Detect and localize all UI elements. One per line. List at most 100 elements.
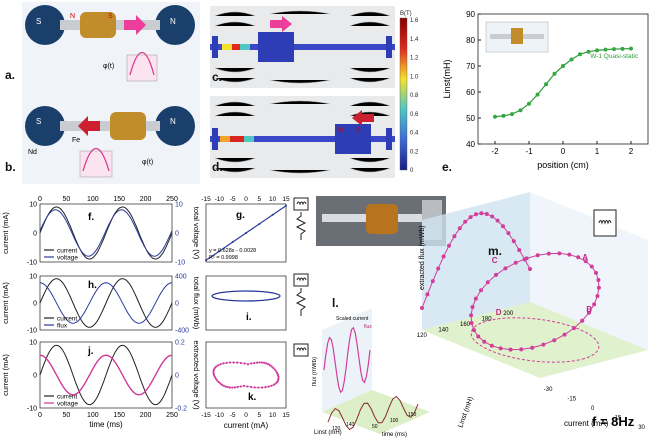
m-point-label-0: A [582,253,588,262]
chart-g-fit-eq: y = 0.628x - 0.0028 [209,248,256,254]
chart-h-legend-label-0: current [57,316,77,323]
chart-e-annotation: W-1 Quasi-static [590,53,639,60]
l-text-a: Scaled current [336,316,369,322]
m-xlabel: current (mA) [564,419,609,428]
m-ytick-3: 180 [482,316,493,322]
field-hot-d1 [220,136,230,142]
photo-coil [366,204,398,234]
plane-side-m [530,192,648,350]
chart-e-point-1 [501,113,506,118]
chart-f-series-1 [39,209,173,257]
magnet-block-d1 [212,128,218,150]
chart-f-xtick-top-2: 100 [87,196,99,203]
l-ztick-0: 120 [332,426,341,432]
chart-e-point-16 [629,46,633,51]
chart-k-xtick-0: -15 [201,412,211,419]
field-hot-c1 [222,44,232,50]
chart-h-y2tick-2: 400 [175,274,187,281]
chart-i-ellipse [211,290,281,302]
m-back-curve [421,212,531,309]
colorbar-tick-2: 1.2 [410,56,419,62]
chart-f-y2tick-1: 0 [175,231,179,238]
chart-g-fit-r2: R² = 0.9998 [209,255,238,261]
chart-g-xtick-6: 15 [282,196,290,203]
chart-j-legend-label-1: voltage [57,401,78,408]
chart-k-xlabel: current (mA) [224,421,269,430]
chart-h-y2tick-0: -400 [175,328,189,335]
colorbar-tick-1: 1.4 [410,37,419,43]
panel-label-i: i. [246,312,252,323]
chart-h-series-1 [39,282,173,324]
l-floor-curve [327,395,419,431]
chart-g-point-4 [258,223,261,226]
field-hot-c2 [232,44,240,50]
chart-j-xtick-1: 50 [63,412,71,419]
chart-h-ytick-1: 0 [33,301,37,308]
chart-g-point-5 [271,213,274,216]
chart-e-ytick-label-3: 70 [466,62,475,71]
panel-label-a: a. [5,68,16,82]
l-flux-curve [323,326,371,394]
l-xtick-0: 50 [372,424,378,430]
inductor-icon-1 [293,197,309,211]
field-hot-d2 [230,136,244,142]
m-ylabel: Linst (mH) [457,396,475,429]
coil-symbol-3 [296,347,307,352]
chart-e-point-12 [595,48,599,53]
colorbar-tick-3: 1.0 [410,74,419,80]
panel-label-j: j. [87,346,94,357]
inductor-icon-2 [293,273,309,287]
l-ylabel: flux (mWb) [312,357,318,386]
chart-j-y2tick-0: -0.2 [175,406,187,413]
chart-e-point-9 [569,57,574,62]
label-field-n: N [338,127,343,134]
m-xtick-4: 30 [638,425,645,431]
circuit-icons [293,197,309,357]
chart-j-xtick-3: 150 [113,412,125,419]
chart-e-point-5 [535,92,540,97]
chart-g-xtick-3: 0 [244,196,248,203]
chart-f-y2label: total voltage (V) [192,207,200,260]
panel-label-b: b. [5,160,16,174]
m-loop-curve [470,252,600,351]
m-xtick-0: -30 [544,387,553,393]
chart-j-xtick-2: 100 [87,412,99,419]
arrow-right-icon [124,15,146,35]
field-map-d: N S [210,96,395,178]
colorbar-tick-5: 0.6 [410,112,419,118]
magnet-left-b [25,106,65,146]
field-lines-c [214,10,391,84]
resistor-icon-1 [295,212,307,240]
schematic-a: S N N S φ(t) [22,2,200,98]
chart-k-xtick-6: 15 [282,412,290,419]
chart-e-point-0 [493,114,497,119]
chart-e-point-8 [561,64,565,68]
magnet-block-c2 [386,36,392,58]
chart-e-point-15 [620,46,625,51]
chart-j-xlabel: time (ms) [89,420,123,429]
magnet-block-c1 [212,36,218,58]
panel-label-e: e. [442,160,453,174]
chart-j-ytick-2: 10 [29,340,37,347]
coil-symbol-1 [296,201,307,206]
chart-j-xtick-0: 0 [38,412,42,419]
chart-e-point-3 [518,108,523,113]
m-ytick-4: 200 [503,311,514,317]
arrow-left-icon-d [352,110,374,126]
field-hot-d3 [244,136,254,142]
chart-f-y2tick-0: -10 [175,260,185,267]
coil-a [80,12,116,38]
panel-label-k: k. [248,392,257,403]
coil-block-c [258,32,294,62]
colorbar-tick-4: 0.8 [410,93,419,99]
plane-floor-m [422,302,648,378]
chart-e-ylabel: Linst(mH) [442,59,452,98]
chart-e-point-4 [527,101,531,106]
plane-floor-l [322,390,430,434]
